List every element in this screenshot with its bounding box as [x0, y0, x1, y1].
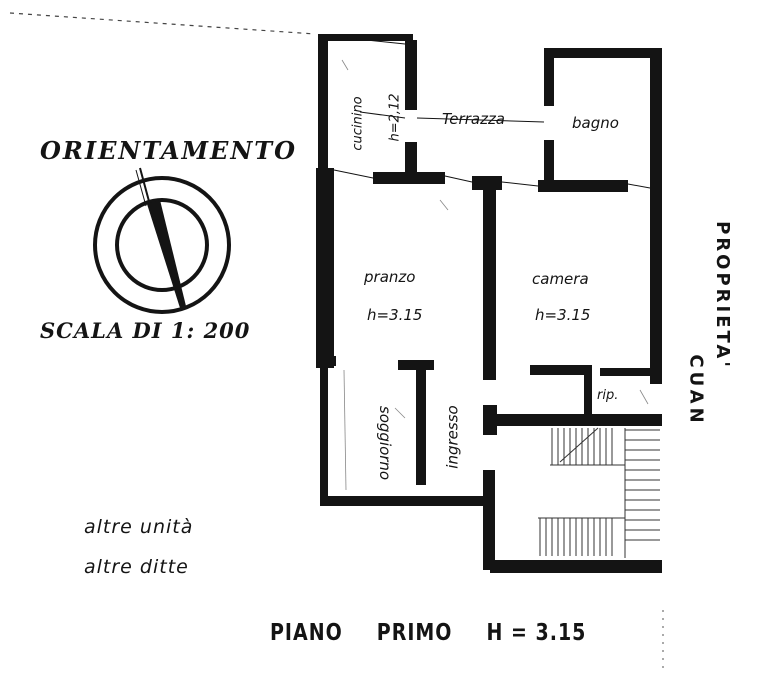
room-camera-height: h=3.15 — [535, 306, 591, 324]
room-cucinino-label: cucinino — [350, 96, 366, 151]
wall-top-cucinino — [318, 34, 413, 41]
room-soggiorno-label: soggiorno — [376, 405, 395, 481]
staircase — [538, 427, 660, 558]
floor-caption: PIANO PRIMO H = 3.15 — [270, 620, 586, 646]
wall-camera-top — [538, 180, 628, 192]
wall-pranzo-top — [373, 172, 445, 184]
wall-rip-top — [600, 368, 652, 376]
wall-bagno-left-bottom — [544, 140, 554, 186]
stair-arrow-line — [559, 427, 599, 463]
wall-right-corner — [652, 560, 662, 572]
orientation-title: ORIENTAMENTO — [40, 136, 298, 165]
compass-outer-ring — [93, 176, 231, 314]
room-rip-label: rip. — [597, 388, 619, 403]
window-marks — [327, 35, 651, 189]
scale-label: SCALA DI 1: 200 — [40, 318, 251, 343]
interior-marks — [341, 59, 649, 491]
compass-north-tick — [139, 167, 151, 206]
wall-ingresso-right — [483, 405, 497, 435]
compass-needle-icon — [147, 200, 186, 308]
property-owner-label: CUAN — [685, 354, 707, 427]
wall-left-stub — [316, 356, 336, 366]
wall-left-middle — [316, 168, 334, 368]
compass — [93, 167, 231, 314]
stair-lower-steps — [538, 517, 625, 556]
room-pranzo-label: pranzo — [364, 268, 416, 286]
property-label: PROPRIETA' — [711, 221, 733, 370]
wall-stair-top — [495, 414, 662, 426]
boundary-dashed-line — [9, 12, 316, 35]
caption-height: H = 3.15 — [486, 619, 587, 647]
room-bagno-label: bagno — [572, 114, 619, 132]
room-pranzo-height: h=3.15 — [367, 306, 423, 324]
wall-pranzo-camera — [483, 185, 496, 380]
wall-right-upper — [650, 54, 662, 384]
wall-left-lower — [320, 362, 328, 502]
stair-right-steps — [624, 428, 660, 558]
wall-bottom-right — [490, 560, 662, 573]
compass-inner-ring — [115, 198, 209, 292]
wall-bottom-left — [320, 496, 492, 506]
wall-cucinino-right — [405, 40, 417, 110]
wall-soggiorno-ingresso — [416, 360, 426, 485]
wall-rip-left — [584, 370, 592, 418]
room-camera-label: camera — [532, 270, 589, 288]
stair-upper-steps — [550, 428, 625, 466]
wall-camera-bottom — [530, 365, 592, 375]
wall-top-bagno — [545, 48, 662, 58]
caption-level: PRIMO — [376, 619, 453, 647]
wall-bagno-left-top — [544, 48, 554, 106]
wall-stair-left — [483, 470, 495, 570]
caption-floor: PIANO — [270, 619, 343, 647]
compass-north-tick-thin — [135, 169, 147, 207]
walls — [316, 34, 662, 573]
room-terrazza-label: Terrazza — [442, 110, 506, 128]
room-ingresso-label: ingresso — [443, 405, 462, 469]
room-cucinino-height: h=2,12 — [387, 93, 403, 142]
neighbors-line-1: altre unità — [84, 516, 194, 538]
wall-left-upper — [318, 34, 328, 174]
neighbors-line-2: altre ditte — [84, 556, 189, 578]
